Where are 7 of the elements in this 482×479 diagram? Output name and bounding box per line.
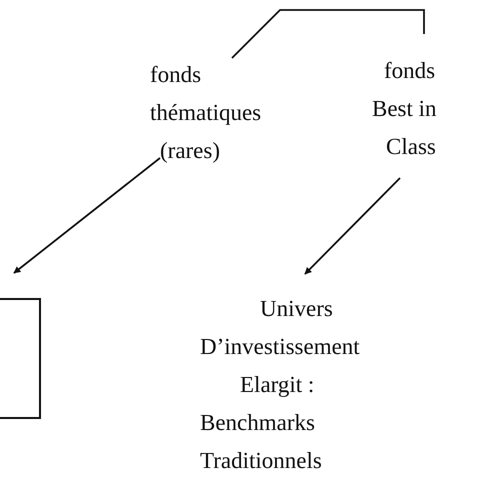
empty-box	[0, 298, 41, 419]
connector-line	[231, 9, 425, 59]
arrow	[304, 177, 401, 275]
node-text: fonds Best in Class	[372, 57, 438, 161]
arrow	[13, 157, 161, 274]
node-text: fonds thématiques (rares)	[150, 61, 262, 165]
node-text: Univers D’investissement Elargit : Benchmarks Traditionnels	[200, 295, 361, 475]
